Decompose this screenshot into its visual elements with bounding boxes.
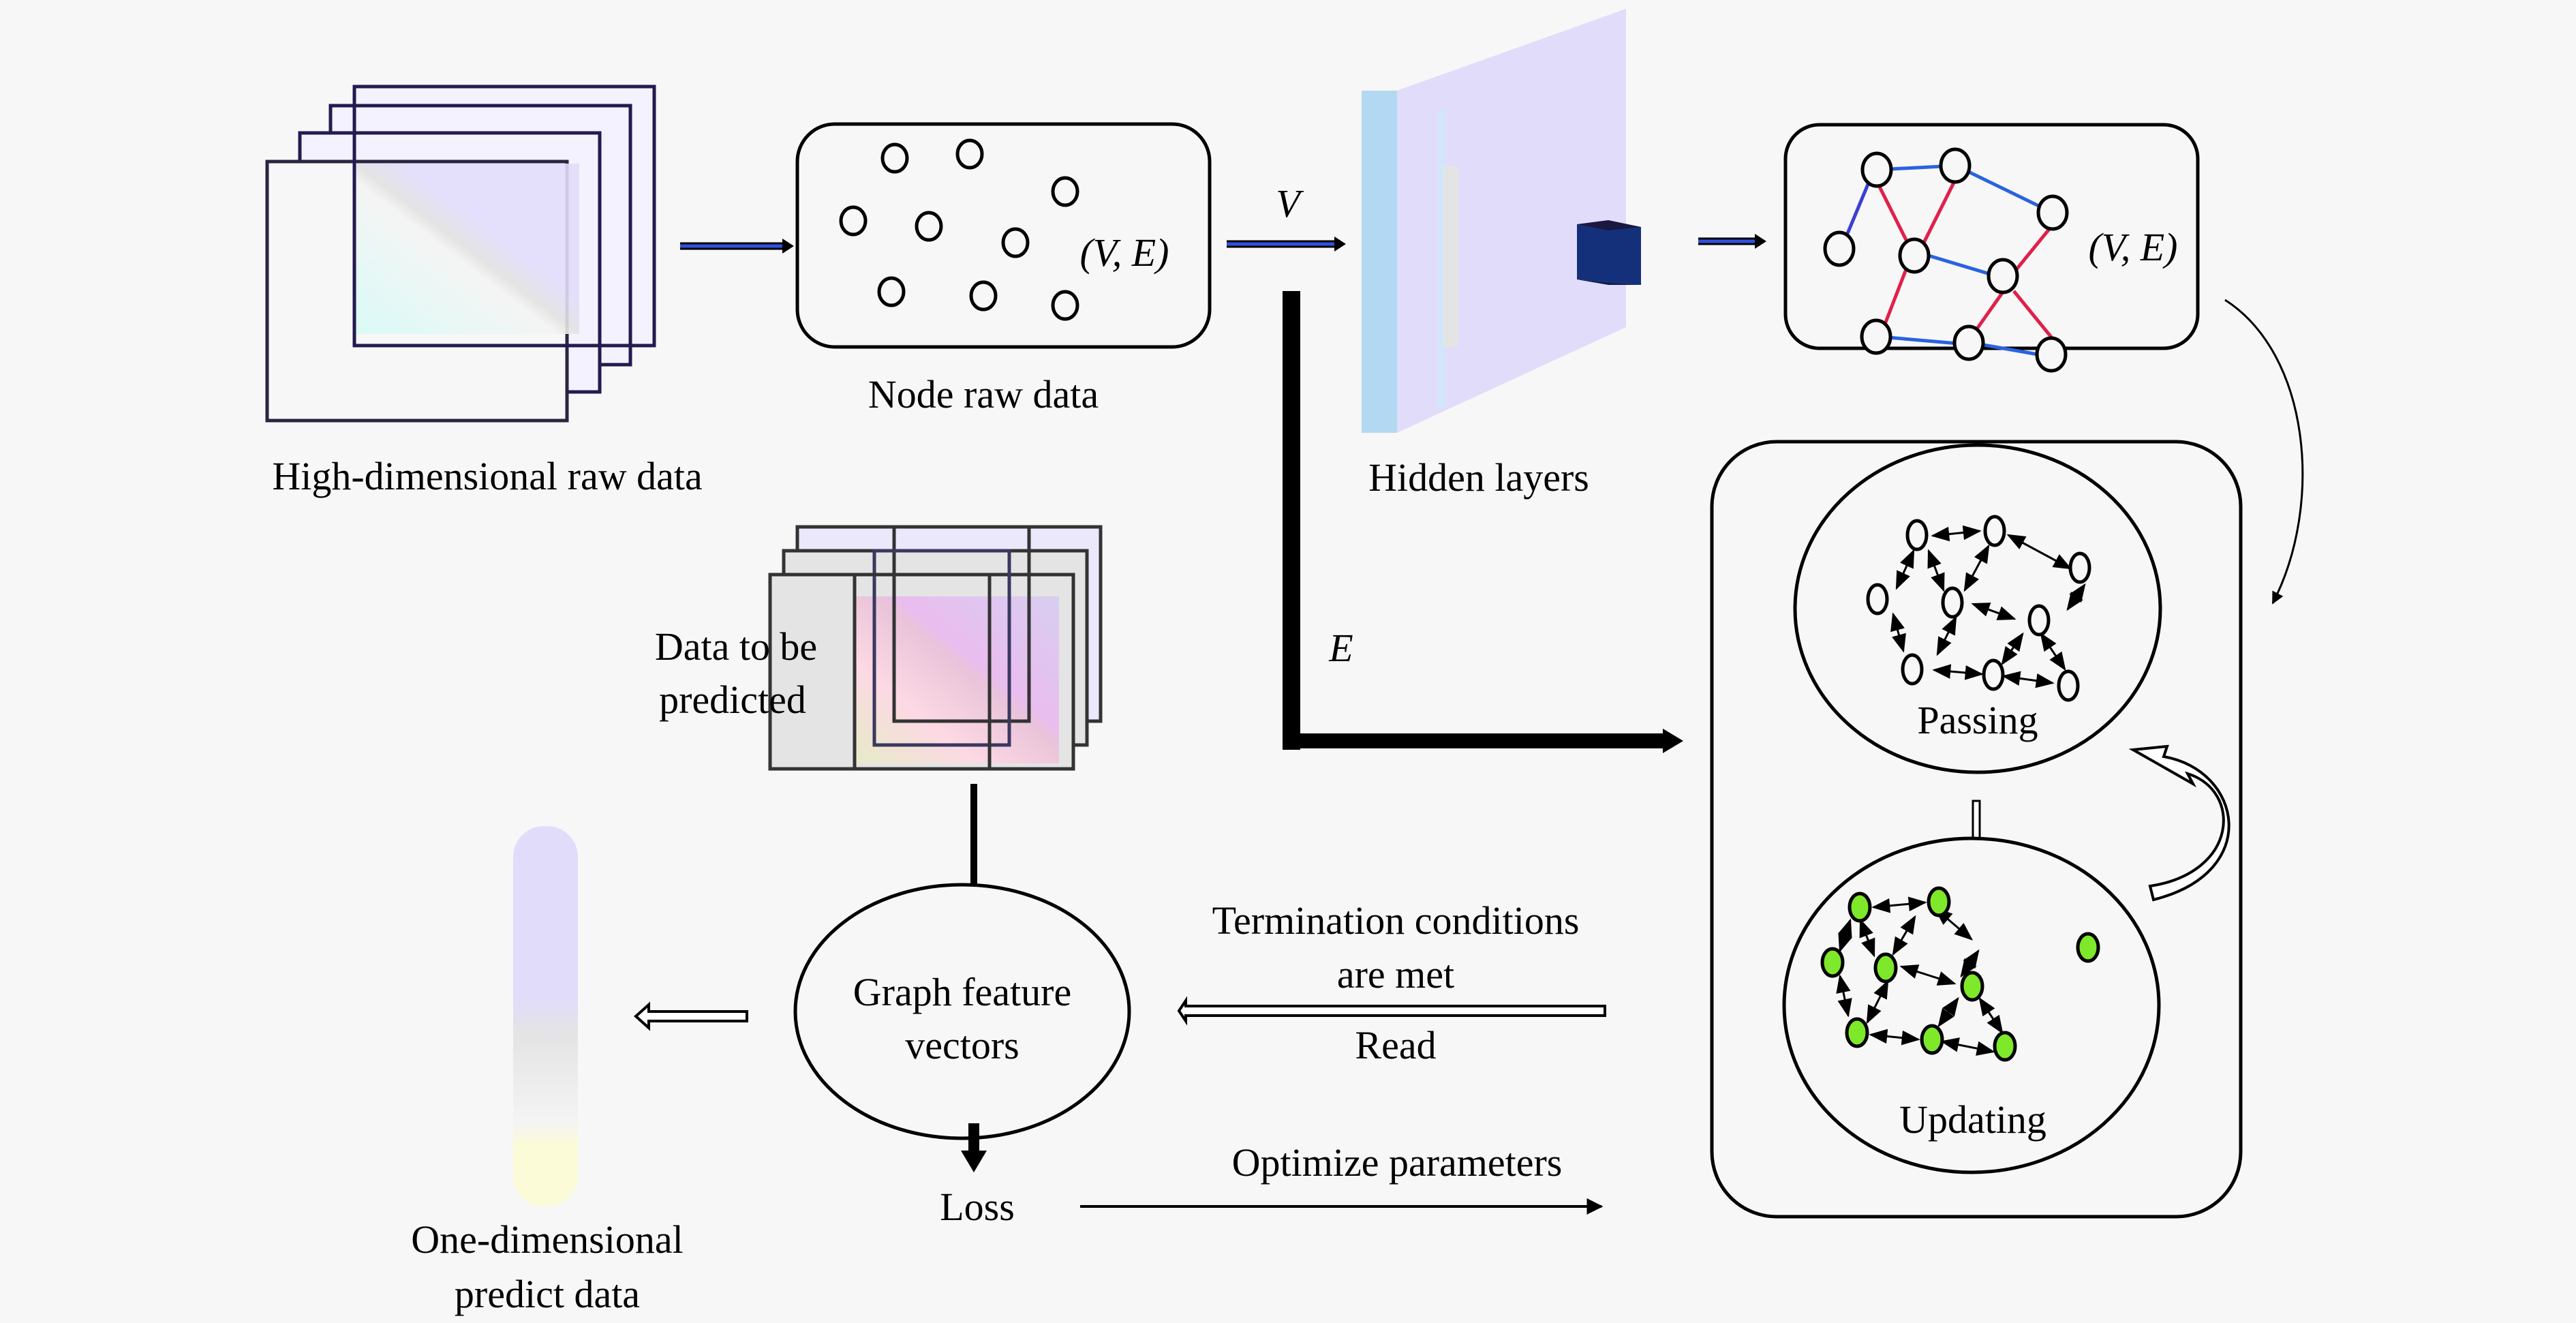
read-arrow <box>1177 996 1606 1026</box>
optimize-label: Optimize parameters <box>1232 1140 1563 1185</box>
e-label: E <box>1328 626 1353 670</box>
data-predict-label-2: predicted <box>659 678 806 722</box>
e-edge-path <box>1283 291 1683 753</box>
ve-label-graph: (V, E) <box>2088 225 2177 269</box>
high-dim-label: High-dimensional raw data <box>272 454 702 498</box>
raw-nodes <box>839 138 1079 321</box>
one-dim-label-1: One-dimensional <box>411 1217 683 1262</box>
updating-nodes <box>1820 886 2100 1062</box>
v-arrow <box>1227 237 1346 252</box>
termination-label-2: are met <box>1337 952 1454 997</box>
hidden-layer-slab <box>1362 9 1626 433</box>
data-predict-label-1: Data to be <box>655 624 817 669</box>
arrow-to-loss <box>961 1123 987 1172</box>
graph-feature-vectors-ellipse <box>793 883 1131 1140</box>
graph-feature-label-1: Graph feature <box>853 970 1071 1014</box>
loss-label: Loss <box>940 1185 1015 1229</box>
node-raw-label: Node raw data <box>868 372 1099 416</box>
graph-nodes <box>1823 147 2069 373</box>
updating-ellipse <box>1782 836 2161 1174</box>
read-label: Read <box>1355 1023 1436 1067</box>
feedback-loop-arrow <box>2128 744 2230 902</box>
one-dim-output-bar <box>513 826 578 1206</box>
v-label: V <box>1276 181 1304 226</box>
one-dim-label-2: predict data <box>455 1272 640 1316</box>
graph-feature-label-2: vectors <box>905 1023 1019 1067</box>
arrow-to-graph-box <box>1698 234 1766 249</box>
data-to-predict-stack <box>768 525 1103 771</box>
termination-label-1: Termination conditions <box>1212 898 1580 943</box>
updating-label: Updating <box>1899 1097 2046 1142</box>
passing-nodes <box>1866 515 2091 702</box>
curved-arrow-to-gnn <box>2224 299 2304 605</box>
arrow-to-node-box <box>680 239 794 254</box>
hidden-layers-label: Hidden layers <box>1368 455 1589 500</box>
hidden-layer-cube <box>1577 220 1641 285</box>
passing-edges <box>1890 525 2086 688</box>
high-dim-data-stack <box>265 85 656 423</box>
arrow-to-output <box>634 1001 748 1031</box>
ve-label-raw: (V, E) <box>1079 230 1169 275</box>
passing-label: Passing <box>1917 698 2038 742</box>
